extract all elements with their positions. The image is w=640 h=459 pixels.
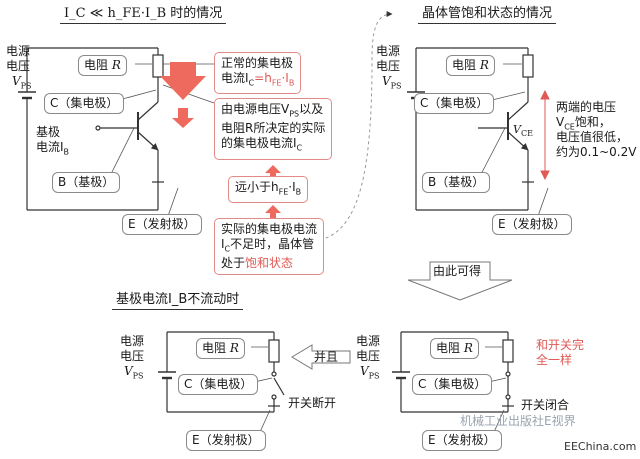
vce-label: VCE (513, 123, 533, 139)
power-label-2-br: 电压 (356, 349, 381, 363)
power-label-1-tr: 电源 (376, 44, 401, 58)
watermark-publisher: 机械工业出版社E视界 (460, 414, 576, 428)
switch-closed-label: 开关闭合 (521, 398, 570, 412)
emitter-label-bl: E（发射极） (186, 430, 266, 451)
collector-label-br: C（集电极） (412, 374, 493, 395)
vce-note-3: 电压值很低， (556, 130, 629, 144)
top-right-title: 晶体管饱和状态的情况 (418, 6, 557, 24)
and-arrow (291, 344, 351, 370)
top-left-title: I_C ≪ h_FE·I_B 时的情况 (60, 6, 227, 24)
therefore-label: 由此可得 (433, 264, 482, 278)
circuit-bottom-right (392, 331, 514, 413)
base-current-label-2-tl: 电流IB (36, 140, 70, 157)
power-label-2-tl: 电压 (6, 59, 31, 73)
vps-label-br: VPS (360, 364, 380, 381)
vce-note-2: VCE饱和， (556, 115, 611, 132)
vps-label-bl: VPS (124, 364, 144, 381)
collector-label-tr: C（集电极） (414, 93, 495, 114)
base-label-tr: B（基极） (422, 172, 491, 193)
bottom-left-title: 基极电流I_B不流动时 (112, 292, 244, 310)
note-normal-collector: 正常的集电极 电流IC=hFE·IB (214, 52, 302, 95)
circuit-top-left (18, 47, 164, 211)
switch-open-label: 开关断开 (288, 396, 337, 410)
note-much-less: 远小于hFE·IB (228, 176, 309, 204)
power-label-2-bl: 电压 (120, 349, 145, 363)
and-label: 并且 (314, 350, 339, 364)
emitter-label-tl: E（发射极） (122, 214, 202, 235)
resistor-label-tr: 电阻 R (446, 55, 495, 76)
power-label-1-br: 电源 (356, 334, 381, 348)
dashed-connector (319, 11, 393, 241)
vce-note-1: 两端的电压 (556, 100, 617, 114)
collector-label-bl: C（集电极） (178, 374, 259, 395)
small-down-arrow (172, 108, 194, 128)
note-actual-collector: 由电源电压VPS以及 电阻R所决定的实际 的集电极电流IC (214, 98, 333, 160)
circuit-bottom-left (158, 331, 285, 413)
same-as-switch-1: 和开关完 (536, 338, 585, 352)
power-label-2-tr: 电压 (376, 59, 401, 73)
base-label-tl: B（基极） (52, 172, 121, 193)
up-arrow-2 (265, 205, 281, 218)
power-label-1-tl: 电源 (6, 44, 31, 58)
resistor-label-bl: 电阻 R (196, 338, 245, 359)
collector-label-tl: C（集电极） (44, 93, 125, 114)
note-insufficient: 实际的集电极电流 IC不足时，晶体管 处于饱和状态 (214, 218, 325, 276)
vce-note-4: 约为0.1~0.2V (556, 145, 637, 159)
pointer-lines-top-right (477, 63, 549, 217)
pointer-lines-top-left (107, 63, 215, 217)
resistor-label-br: 电阻 R (430, 338, 479, 359)
therefore-arrow (407, 261, 513, 301)
base-current-label-1-tl: 基极 (36, 125, 61, 139)
emitter-label-br: E（发射极） (422, 430, 502, 451)
same-as-switch-2: 全一样 (536, 353, 573, 367)
watermark-site: EEChina.com (564, 440, 637, 453)
vps-label-tr: VPS (382, 74, 402, 91)
emitter-label-tr: E（发射极） (492, 214, 572, 235)
circuit-top-right (407, 47, 534, 211)
big-down-arrow (160, 62, 206, 100)
up-arrow-1 (265, 165, 281, 178)
resistor-label-tl: 电阻 R (78, 55, 127, 76)
red-arrows (160, 62, 281, 218)
power-label-1-bl: 电源 (120, 334, 145, 348)
vps-label-tl: VPS (12, 74, 32, 91)
vce-bracket (540, 89, 550, 181)
